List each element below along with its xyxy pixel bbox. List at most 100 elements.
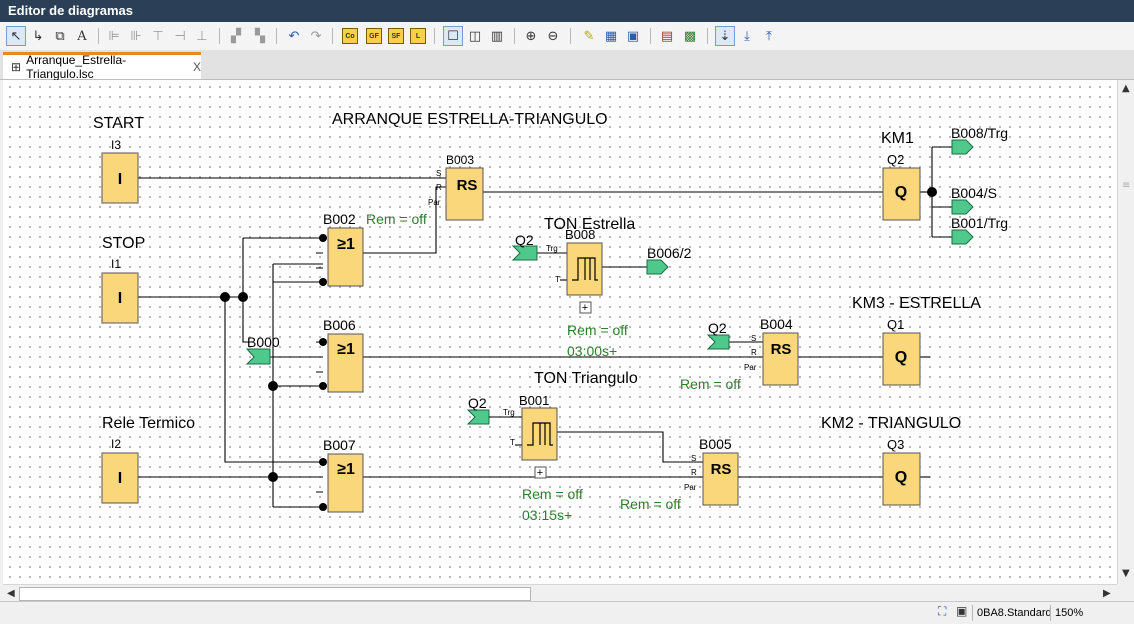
connector-q2-b001[interactable] [466, 409, 490, 425]
online-test-icon[interactable]: ▣ [626, 28, 640, 44]
upload-icon[interactable]: ⤒ [766, 28, 772, 44]
toolbar: ↖ ↳ ⧉ A ⊫ ⊪ ⊤ ⊣ ⊥ ▞ ▚ ↶ ↷ Co GF SF L ☐ ◫… [0, 22, 1134, 51]
pin-par: Par [428, 198, 441, 207]
b008-rem: Rem = off [567, 322, 628, 338]
align-center-icon[interactable]: ⊪ [130, 28, 142, 44]
horizontal-scrollbar[interactable]: ◀ ▶ [3, 584, 1117, 602]
scroll-left-icon[interactable]: ◀ [7, 588, 15, 599]
tab-bar: ⊞ Arranque_Estrella-Triangulo.lsc X [0, 50, 1134, 81]
block-b004[interactable]: B004 RS S R Par [744, 316, 799, 386]
output-Q3[interactable]: Q3 Q [882, 437, 921, 506]
input-I1[interactable]: I1 I [101, 257, 139, 324]
b008-time: 03:00s+ [567, 343, 617, 359]
split-icon[interactable]: ▞ [231, 28, 241, 44]
block-b005[interactable]: B005 RS S R Par [684, 436, 739, 506]
align-bottom-icon[interactable]: ⊥ [196, 28, 208, 44]
scroll-down-icon[interactable]: ▼ [1122, 568, 1130, 579]
text-icon[interactable]: A [77, 28, 87, 44]
input-id: I3 [111, 138, 121, 152]
network-icon[interactable]: ▩ [683, 28, 697, 44]
input-glyph: I [118, 290, 122, 307]
vertical-scrollbar[interactable]: ▲ ≡ ▼ [1117, 80, 1134, 584]
b004-rem: Rem = off [680, 376, 741, 392]
close-icon[interactable]: X [192, 60, 201, 74]
undo-icon[interactable]: ↶ [288, 28, 300, 44]
pin-r: R [691, 468, 697, 477]
split-view-icon[interactable]: ◫ [468, 28, 482, 44]
connector-q2-b004[interactable] [706, 334, 730, 350]
co-icon[interactable]: Co [340, 26, 360, 46]
scroll-right-icon[interactable]: ▶ [1103, 588, 1111, 599]
connector-b004-s[interactable] [951, 199, 974, 215]
block-b006[interactable]: B006 ≥1 [323, 317, 364, 393]
align-middle-icon[interactable]: ⊣ [174, 28, 186, 44]
block-b007[interactable]: B007 ≥1 [323, 437, 364, 513]
connector-q2-b008[interactable] [511, 245, 538, 261]
connector-label: B006/2 [647, 245, 692, 261]
pin-r: R [436, 183, 442, 192]
b001-expand-button[interactable]: + [534, 466, 547, 479]
select-icon[interactable]: ↖ [6, 26, 26, 46]
input-id: I2 [111, 437, 121, 451]
connector-b008-trg[interactable] [951, 139, 974, 155]
join-icon[interactable]: ▚ [255, 28, 265, 44]
block-b001[interactable]: B001 Trg T [503, 393, 558, 461]
scroll-grip-icon[interactable]: ≡ [1122, 180, 1131, 191]
sf-icon[interactable]: SF [386, 26, 406, 46]
transfer-down-icon[interactable]: ⇣ [715, 26, 735, 46]
pin-s: S [691, 454, 696, 463]
align-top-icon[interactable]: ⊤ [152, 28, 164, 44]
block-b002[interactable]: B002 ≥1 [323, 211, 364, 287]
b008-expand-button[interactable]: + [579, 301, 592, 314]
scroll-up-icon[interactable]: ▲ [1122, 83, 1130, 94]
simulation-icon[interactable]: ▦ [604, 28, 618, 44]
connector-b001-trg[interactable] [951, 229, 974, 245]
input-I2[interactable]: I2 I [101, 437, 139, 504]
connector-b006-2[interactable] [646, 259, 669, 275]
pin-t: T [510, 438, 515, 447]
input-I3[interactable]: I3 I [101, 138, 139, 204]
block-glyph: ≥1 [337, 341, 355, 358]
connector-label: Q2 [708, 320, 727, 336]
diagram-title: ARRANQUE ESTRELLA-TRIANGULO [332, 111, 608, 128]
download-icon[interactable]: ⤓ [744, 28, 750, 44]
pin-t: T [555, 275, 560, 284]
block-id: B005 [699, 436, 732, 452]
sim-icon[interactable]: ▤ [660, 28, 674, 44]
connect-icon[interactable]: ↳ [32, 28, 44, 44]
block-b008[interactable]: B008 Trg T [546, 227, 603, 296]
block-id: B006 [323, 317, 356, 333]
pin-s: S [751, 334, 756, 343]
connector-icon[interactable]: ⧉ [55, 28, 65, 44]
align-left-icon[interactable]: ⊫ [108, 28, 120, 44]
output-glyph: Q [895, 469, 907, 486]
label-ton-estrella: TON Estrella [544, 216, 635, 233]
block-glyph: RS [457, 177, 478, 194]
label-km1: KM1 [881, 130, 914, 147]
connector-label: B008/Trg [951, 125, 1008, 141]
output-Q1[interactable]: Q1 Q [882, 317, 921, 386]
block-id: B008 [565, 227, 595, 242]
redo-icon[interactable]: ↷ [310, 28, 322, 44]
gf-icon[interactable]: GF [364, 26, 384, 46]
label-stop: STOP [102, 235, 145, 252]
input-glyph: I [118, 470, 122, 487]
label-km2: KM2 - TRIANGULO [821, 415, 961, 432]
tab-diagram[interactable]: ⊞ Arranque_Estrella-Triangulo.lsc X [3, 52, 201, 81]
connector-label: Q2 [468, 395, 487, 411]
zoom-in-icon[interactable]: ⊕ [525, 28, 537, 44]
connector-b000[interactable] [245, 348, 271, 365]
b001-time: 03:15s+ [522, 507, 572, 523]
triple-view-icon[interactable]: ▥ [490, 28, 504, 44]
zoom-out-icon[interactable]: ⊖ [547, 28, 559, 44]
single-view-icon[interactable]: ☐ [443, 26, 463, 46]
block-b003[interactable]: B003 RS S R Par [428, 153, 484, 221]
diagram-canvas[interactable]: START STOP Rele Termico ARRANQUE ESTRELL… [3, 80, 1117, 584]
block-glyph: ≥1 [337, 236, 355, 253]
highlight-icon[interactable]: ✎ [583, 28, 595, 44]
l-icon[interactable]: L [408, 26, 428, 46]
output-Q2[interactable]: Q2 Q [882, 152, 921, 221]
scroll-thumb[interactable] [19, 587, 531, 601]
timer-pulse-icon [572, 257, 598, 281]
pin-trg: Trg [503, 408, 515, 417]
